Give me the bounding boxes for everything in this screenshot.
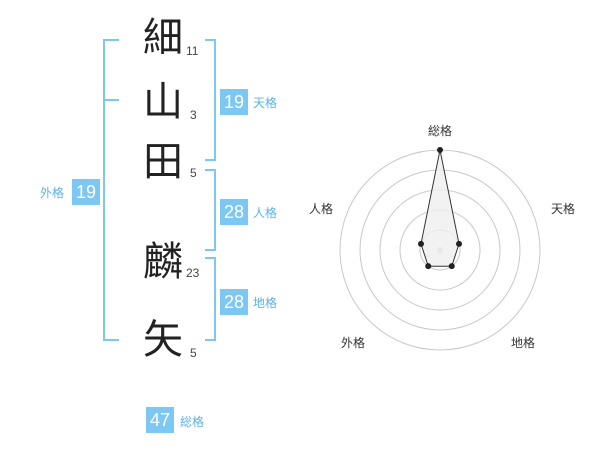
radar-label-gaikaku: 外格: [341, 336, 366, 350]
gaikaku-label: 外格: [40, 186, 65, 200]
radar-polygon: [420, 149, 460, 267]
chikaku-bracket: [205, 257, 216, 341]
radar-point-1: [456, 240, 463, 247]
stroke-count-5: 5: [190, 346, 197, 360]
tenkaku-label: 天格: [253, 96, 278, 110]
stroke-count-3: 5: [190, 166, 197, 180]
soukaku-label: 総格: [180, 415, 205, 429]
gaikaku-bracket: [103, 39, 119, 341]
name-char-5: 矢: [143, 317, 183, 363]
name-char-2: 山: [143, 79, 183, 125]
radar-point-2: [448, 263, 455, 270]
radar-label-chikaku: 地格: [511, 336, 536, 350]
radar-label-tenkaku: 天格: [551, 202, 576, 216]
gaikaku-value: 19: [72, 179, 100, 205]
radar-point-4: [417, 240, 424, 247]
name-char-1: 細: [143, 15, 183, 61]
stroke-count-1: 11: [186, 44, 199, 58]
soukaku-value: 47: [146, 407, 174, 433]
radar-label-soukaku: 総格: [428, 124, 453, 138]
tenkaku-bracket: [205, 39, 216, 161]
tenkaku-value: 19: [220, 89, 248, 115]
radar-points: [417, 147, 463, 270]
stroke-count-4: 23: [186, 266, 200, 280]
chikaku-value: 28: [220, 289, 248, 315]
radar-point-0: [437, 147, 443, 153]
jinkaku-label: 人格: [253, 206, 278, 220]
name-char-4: 麟: [143, 239, 183, 285]
name-char-3: 田: [143, 139, 183, 185]
jinkaku-value: 28: [220, 199, 248, 225]
radar-point-3: [425, 263, 432, 270]
radar-label-jinkaku: 人格: [309, 202, 334, 216]
chikaku-label: 地格: [253, 296, 278, 310]
stroke-count-2: 3: [190, 108, 197, 122]
jinkaku-bracket: [205, 169, 216, 251]
